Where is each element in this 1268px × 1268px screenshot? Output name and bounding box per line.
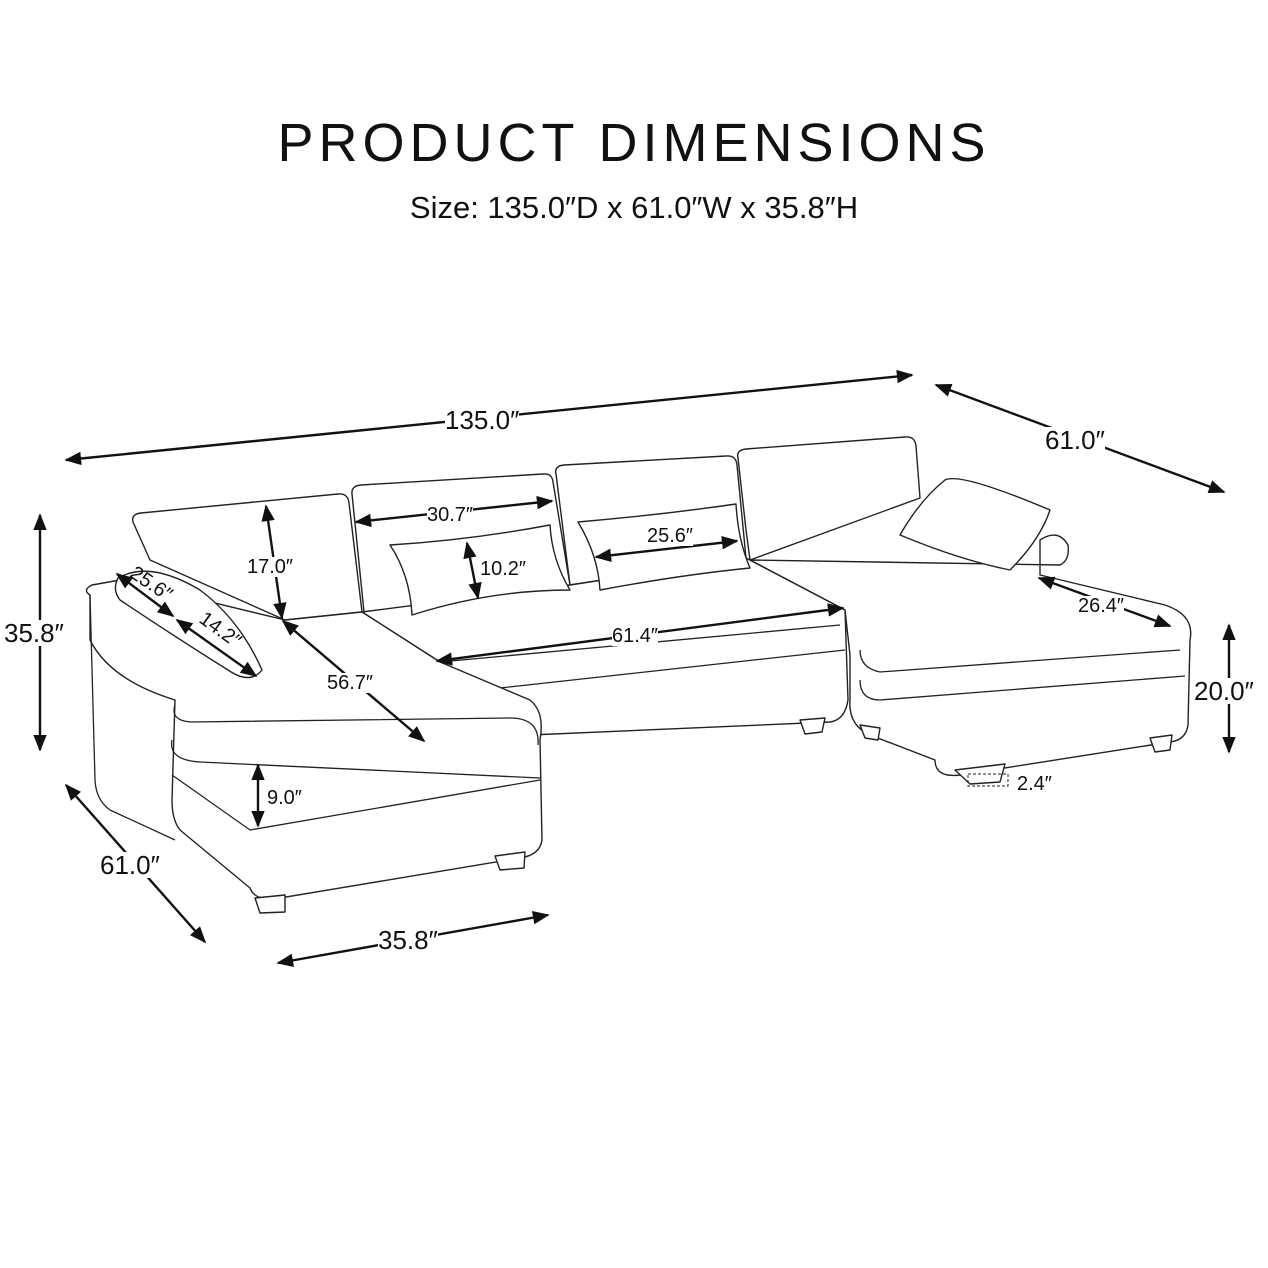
right-back-cushion bbox=[736, 436, 921, 561]
label-chaise-seat-width: 26.4″ bbox=[1078, 595, 1125, 617]
label-leg-height: 2.4″ bbox=[1017, 773, 1052, 795]
label-back-cushion-height: 17.0″ bbox=[247, 556, 294, 578]
label-pillow-width: 25.6″ bbox=[647, 525, 694, 547]
right-chaise-pillow bbox=[899, 477, 1051, 571]
label-chaise-seat-depth: 56.7″ bbox=[327, 672, 374, 694]
label-chaise-front-width: 35.8″ bbox=[378, 925, 438, 955]
label-overall-depth: 135.0″ bbox=[445, 405, 520, 435]
label-overall-height: 35.8″ bbox=[4, 618, 64, 648]
label-right-chaise-width: 61.0″ bbox=[1045, 425, 1105, 455]
label-back-cushion-width: 30.7″ bbox=[427, 504, 474, 526]
page-title: PRODUCT DIMENSIONS bbox=[277, 113, 991, 173]
size-summary: Size: 135.0″D x 61.0″W x 35.8″H bbox=[409, 190, 859, 225]
left-back-cushion bbox=[131, 493, 363, 621]
label-seat-cushion-thickness: 9.0″ bbox=[267, 787, 302, 809]
label-seat-height: 20.0″ bbox=[1194, 676, 1254, 706]
label-left-chaise-width: 61.0″ bbox=[100, 850, 160, 880]
label-pillow-height: 10.2″ bbox=[480, 558, 527, 580]
label-middle-seat-width: 61.4″ bbox=[612, 625, 659, 647]
